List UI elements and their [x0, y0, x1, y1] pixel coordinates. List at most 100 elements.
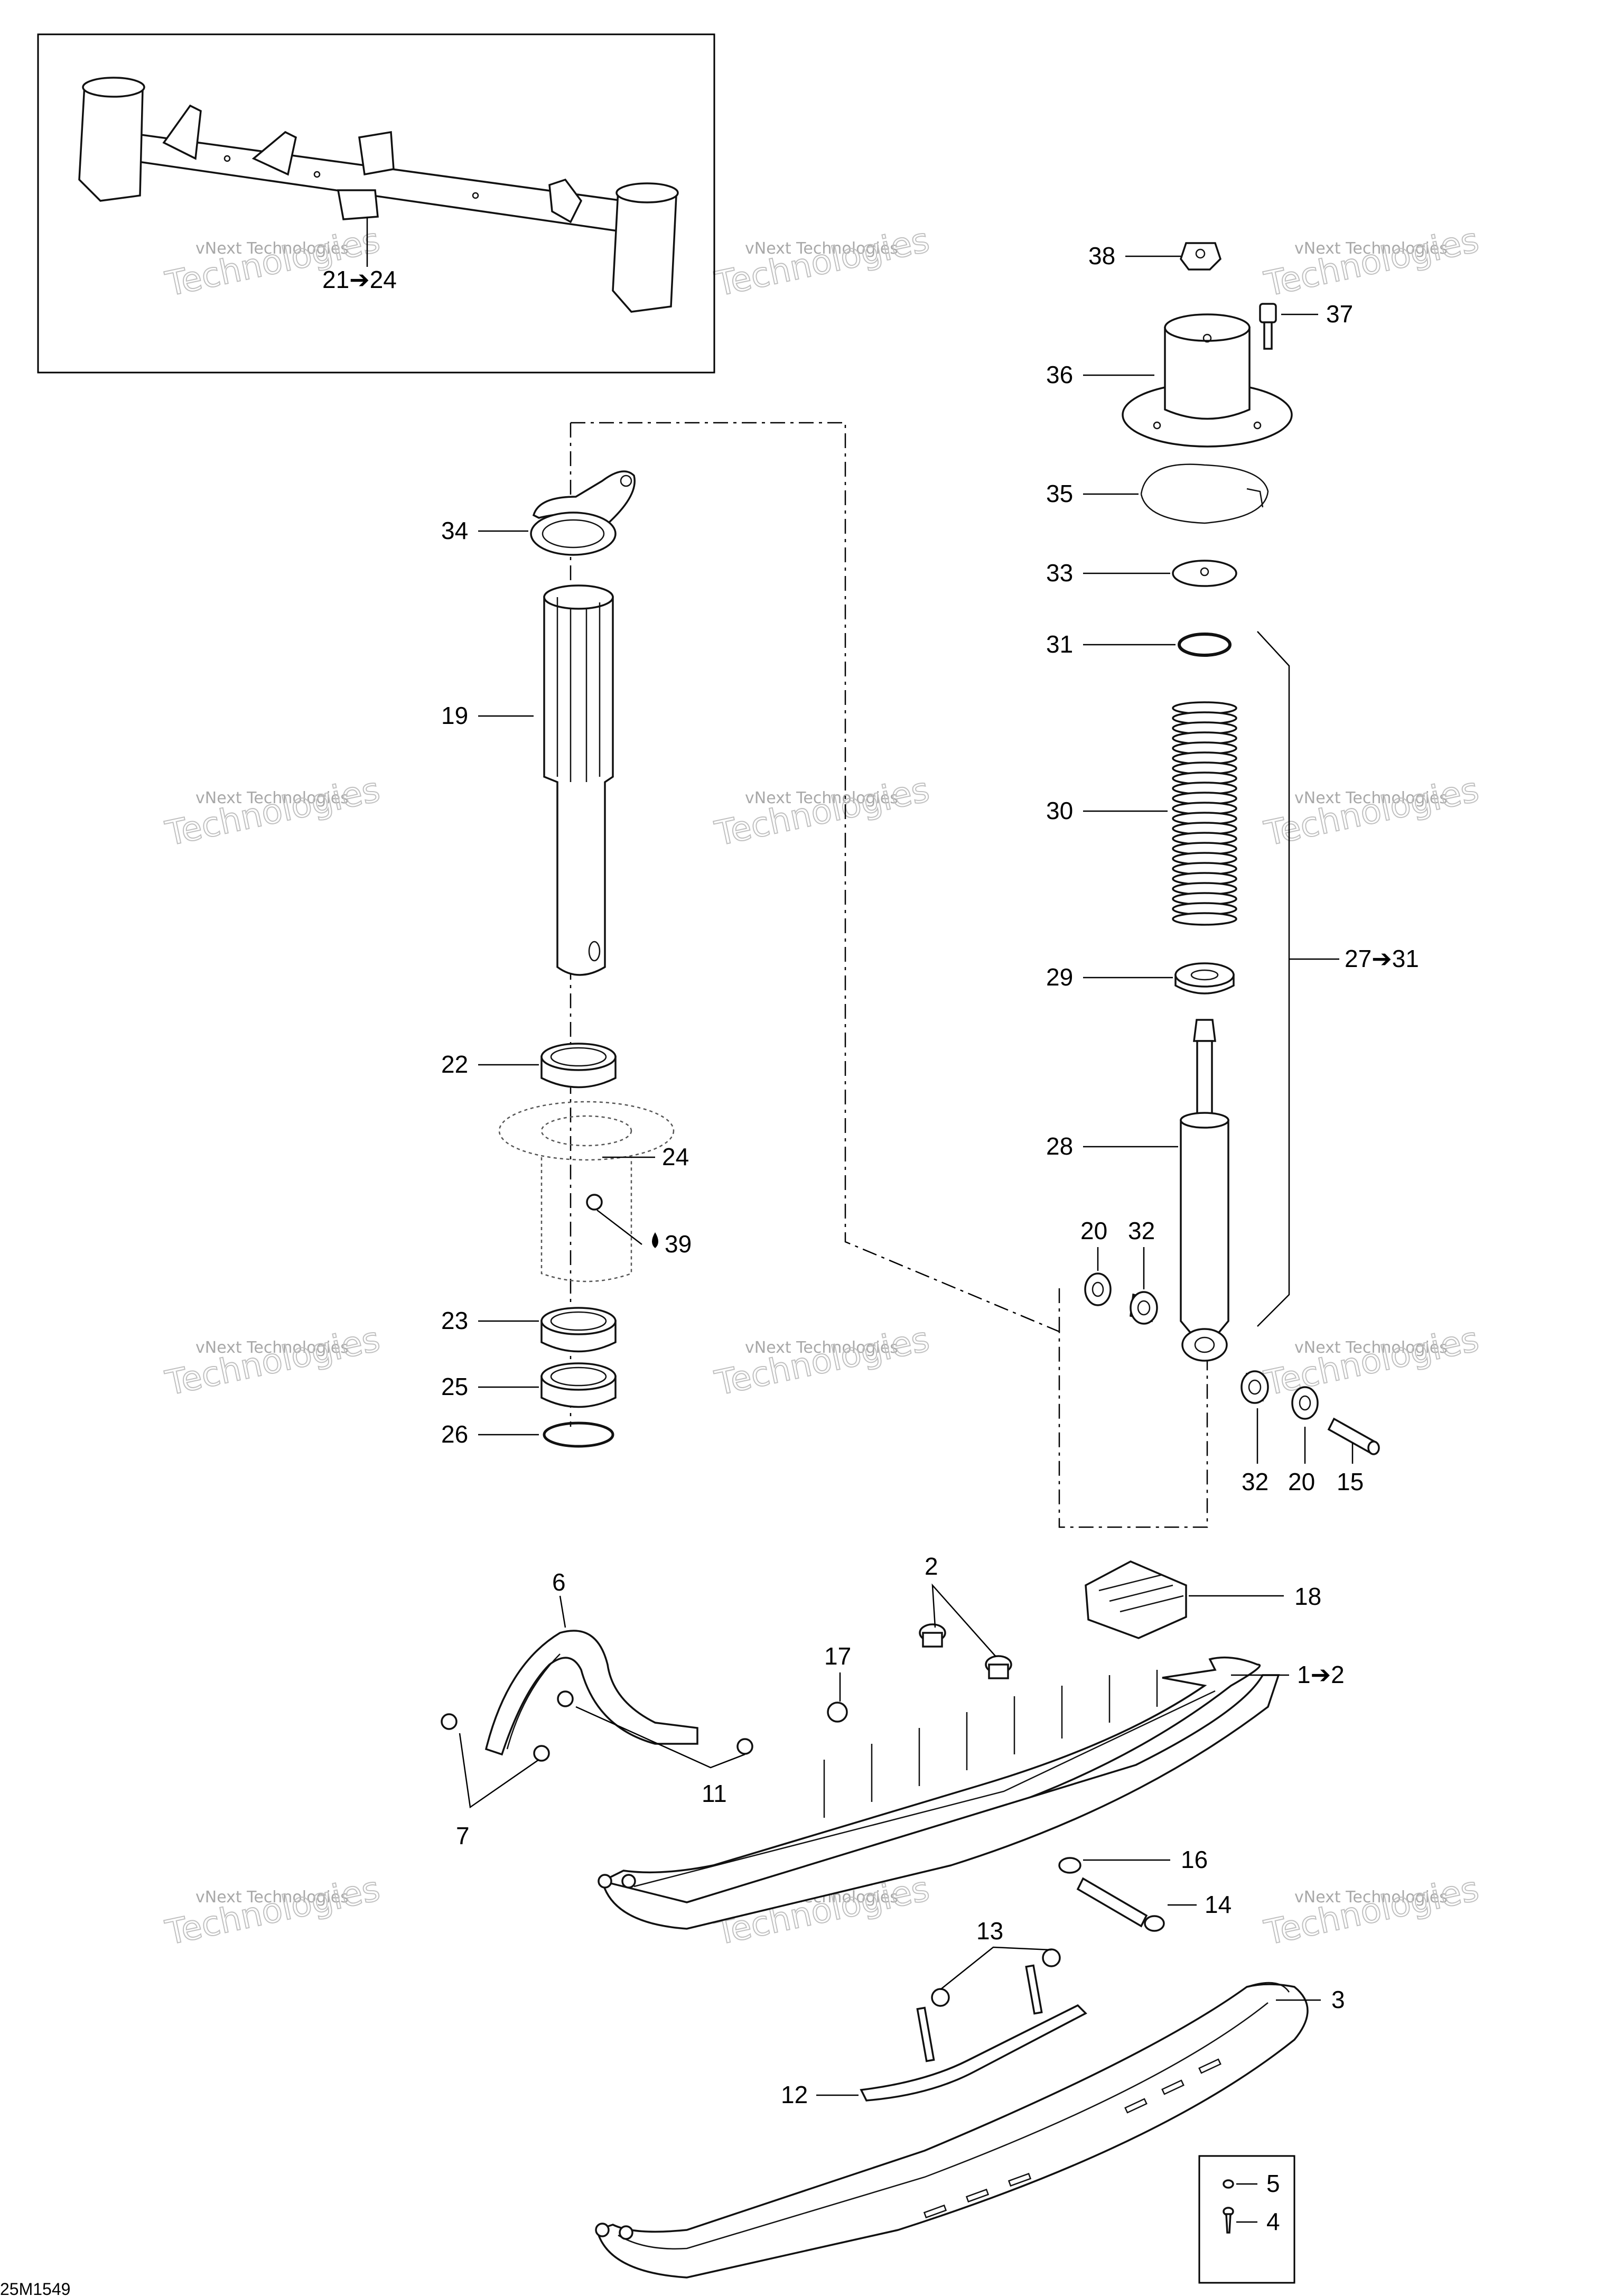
bushing-2a	[919, 1623, 946, 1648]
label-29: 29	[1046, 963, 1073, 991]
label-20-top: 20	[1080, 1217, 1107, 1244]
cap-36	[1122, 313, 1293, 448]
watermark: vNext Technologies Technologies	[1261, 1319, 1483, 1404]
ski-1	[598, 1656, 1280, 1930]
svg-text:vNext Technologies: vNext Technologies	[195, 239, 349, 258]
bolt-7b	[533, 1745, 550, 1762]
bolt-7a	[441, 1713, 458, 1730]
label-38: 38	[1088, 242, 1115, 269]
svg-text:Technologies: Technologies	[1261, 1320, 1482, 1403]
svg-text:vNext Technologies: vNext Technologies	[745, 789, 898, 807]
label-20-bottom: 20	[1288, 1468, 1315, 1495]
watermark: vNext Technologies Technologies	[162, 1319, 384, 1404]
label-6: 6	[552, 1568, 566, 1596]
assembly-lines	[570, 422, 1208, 1528]
spring-clip-31	[1178, 633, 1232, 657]
svg-text:vNext Technologies: vNext Technologies	[1294, 1338, 1448, 1357]
label-30: 30	[1046, 797, 1073, 824]
spring-30	[1172, 701, 1237, 926]
svg-text:vNext Technologies: vNext Technologies	[745, 239, 898, 258]
svg-text:vNext Technologies: vNext Technologies	[745, 1338, 898, 1357]
label-11: 11	[702, 1780, 727, 1807]
svg-text:Technologies: Technologies	[712, 770, 933, 854]
svg-text:Technologies: Technologies	[712, 1320, 933, 1403]
label-37: 37	[1326, 300, 1353, 328]
svg-text:Technologies: Technologies	[162, 1870, 384, 1953]
ski-pad-18	[1085, 1560, 1187, 1639]
bushing-32-right	[1240, 1370, 1269, 1404]
ski-skag-3	[595, 1982, 1309, 2279]
spring-seat-29	[1174, 962, 1235, 994]
ski-group: 6 7 11 17 2 18	[441, 1553, 1345, 2284]
svg-text:vNext Technologies: vNext Technologies	[195, 1338, 349, 1357]
svg-text:Technologies: Technologies	[712, 221, 933, 304]
spring-coil	[1172, 912, 1237, 926]
label-17: 17	[824, 1642, 851, 1670]
watermark: vNext Technologies Technologies	[711, 770, 934, 854]
watermark: vNext Technologies Technologies	[162, 770, 384, 854]
bolt-11a	[557, 1690, 574, 1707]
label-34: 34	[441, 517, 468, 544]
washer-16	[1058, 1857, 1081, 1874]
label-33: 33	[1046, 559, 1073, 587]
watermark: vNext Technologies Technologies	[711, 220, 934, 305]
label-27-31: 27➔31	[1345, 945, 1419, 972]
rivet-4	[1223, 2207, 1234, 2234]
label-1-2: 1➔2	[1297, 1661, 1345, 1688]
watermark: vNext Technologies Technologies	[162, 1869, 384, 1954]
column-housing	[498, 1101, 675, 1282]
screw-37	[1259, 303, 1277, 350]
front-frame-crossmember	[78, 77, 679, 313]
watermark: vNext Technologies Technologies	[1261, 1869, 1483, 1954]
bolt-14	[1076, 1877, 1165, 1932]
retaining-ring-35	[1140, 463, 1269, 524]
shock-group: 38 37 36 35 33	[1046, 242, 1419, 1495]
runner-12	[860, 1964, 1087, 2102]
label-13: 13	[976, 1917, 1003, 1945]
label-36: 36	[1046, 361, 1073, 388]
label-4: 4	[1266, 2208, 1280, 2235]
label-23: 23	[441, 1307, 468, 1334]
svg-text:vNext Technologies: vNext Technologies	[1294, 239, 1448, 258]
svg-text:Technologies: Technologies	[1261, 221, 1482, 304]
svg-text:vNext Technologies: vNext Technologies	[195, 789, 349, 807]
oil-drop-icon	[652, 1232, 658, 1248]
svg-text:Technologies: Technologies	[1261, 770, 1482, 854]
bushing-23	[540, 1307, 617, 1353]
bushing-22	[540, 1043, 617, 1089]
steering-column-19	[543, 584, 614, 976]
pin-15	[1327, 1417, 1380, 1455]
washer-20-right	[1291, 1386, 1319, 1420]
label-2: 2	[925, 1553, 938, 1580]
washer-33	[1172, 560, 1237, 587]
label-5: 5	[1266, 2170, 1280, 2197]
label-39: 39	[665, 1230, 692, 1258]
washer-20-left	[1084, 1272, 1112, 1306]
diagram-code: 25M1549	[0, 2280, 70, 2296]
label-15: 15	[1337, 1468, 1364, 1495]
label-3: 3	[1331, 1986, 1345, 2013]
nut-17	[827, 1702, 848, 1723]
label-18: 18	[1294, 1583, 1321, 1610]
watermark: vNext Technologies Technologies	[1261, 220, 1483, 305]
nut-13b	[1042, 1948, 1061, 1967]
label-31: 31	[1046, 630, 1073, 658]
shock-absorber-28	[1180, 1019, 1229, 1362]
label-25: 25	[441, 1373, 468, 1400]
retainer-plate-34	[530, 470, 636, 556]
svg-text:Technologies: Technologies	[1261, 1870, 1482, 1953]
bushing-2b	[985, 1655, 1012, 1679]
steering-column-group: 34 19 22 24	[441, 470, 692, 1448]
label-28: 28	[1046, 1132, 1073, 1160]
clip-5	[1223, 2179, 1234, 2189]
label-21-24: 21➔24	[322, 266, 397, 293]
nut-38	[1180, 242, 1222, 271]
label-26: 26	[441, 1420, 468, 1448]
ski-handle-6	[484, 1630, 698, 1756]
watermarks: vNext Technologies Technologies vNext Te…	[162, 220, 1483, 1954]
label-12: 12	[781, 2081, 808, 2108]
label-16: 16	[1181, 1846, 1208, 1873]
bushing-25	[540, 1362, 617, 1408]
watermark: vNext Technologies Technologies	[1261, 770, 1483, 854]
